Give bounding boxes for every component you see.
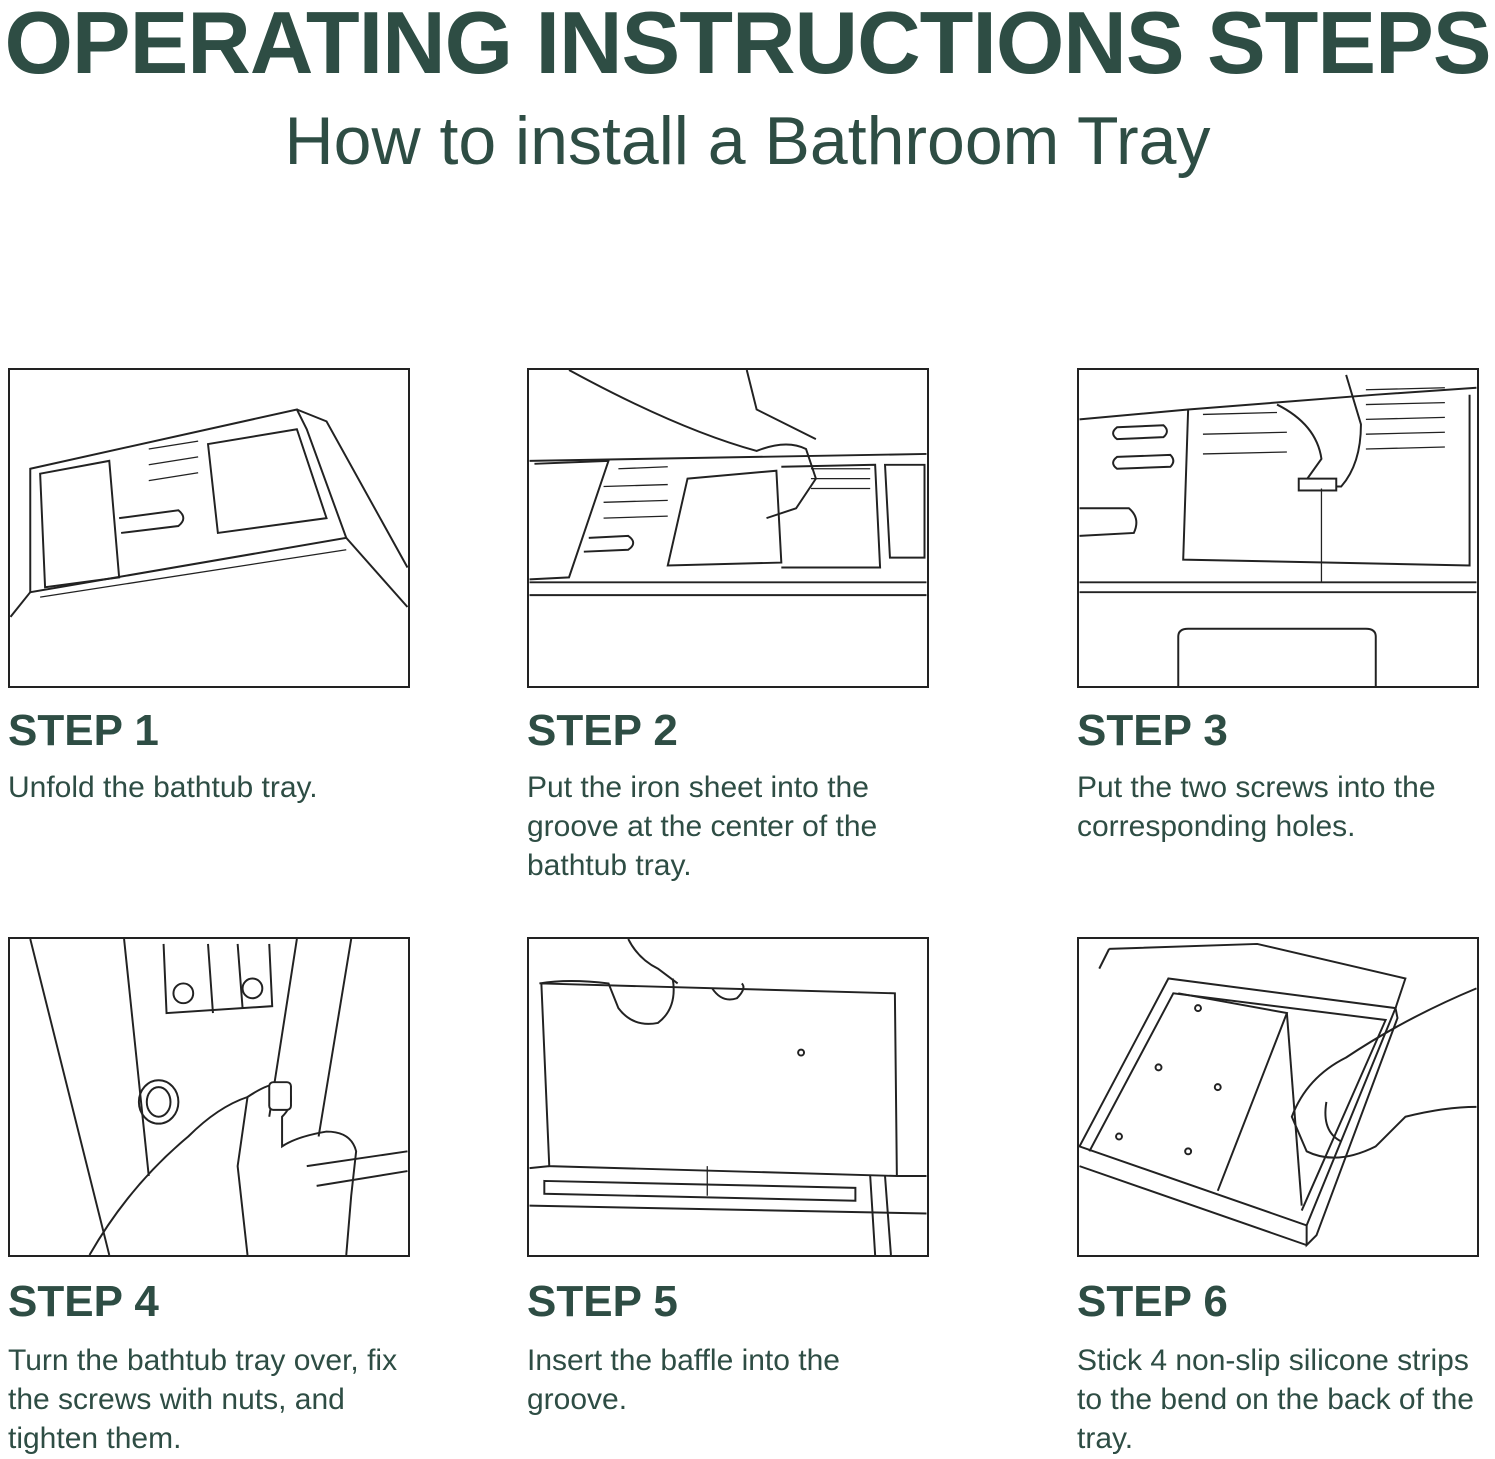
step-6-text: Stick 4 non-slip silicone strips to the … [1077,1344,1474,1455]
step-5-text: Insert the baffle into the groove. [527,1344,840,1416]
step-2-text: Put the iron sheet into the groove at th… [527,771,878,882]
page-subtitle: How to install a Bathroom Tray [284,103,1211,179]
step-5-illustration [527,937,929,1257]
step-4-text: Turn the bathtub tray over, fix the scre… [8,1344,398,1455]
screws-drawing [1079,374,1477,686]
step-3-text: Put the two screws into the correspondin… [1077,771,1436,843]
step-1-illustration [8,368,410,688]
step-6-illustration [1077,937,1479,1257]
baffle-drawing [529,939,927,1255]
nuts-drawing [29,939,408,1255]
step-1-label: STEP 1 [8,706,159,755]
step-2-label: STEP 2 [527,706,678,755]
step-2-illustration [527,368,929,688]
silicone-strips-drawing [1079,942,1477,1248]
step-5-label: STEP 5 [527,1277,678,1326]
step-4-illustration [8,937,410,1257]
step-1-text: Unfold the bathtub tray. [8,771,318,804]
page-title: OPERATING INSTRUCTIONS STEPS [4,0,1491,92]
unfold-tray-drawing [10,408,408,618]
step-3-illustration [1077,368,1479,688]
iron-sheet-drawing [529,370,927,597]
step-4-label: STEP 4 [8,1277,159,1326]
step-6-label: STEP 6 [1077,1277,1228,1326]
step-3-label: STEP 3 [1077,706,1228,755]
